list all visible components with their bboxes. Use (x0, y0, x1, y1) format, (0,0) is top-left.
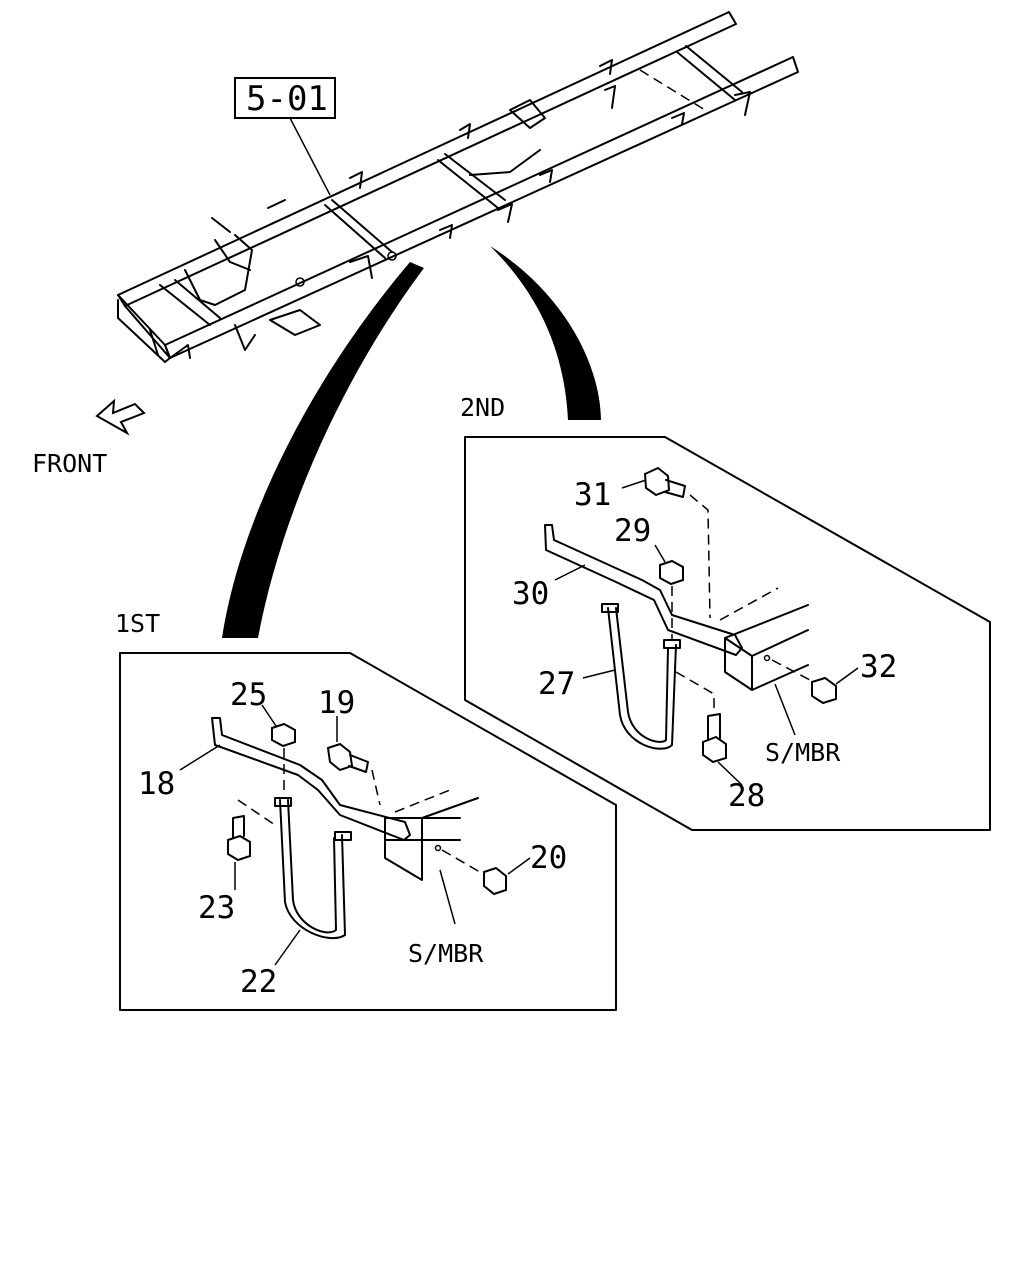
panel-first-outline (119, 652, 617, 1011)
chassis-frame-illustration (117, 11, 799, 363)
part-number-22: 22 (240, 964, 277, 1000)
side-member-label-first: S/MBR (408, 939, 484, 968)
panel-first-title: 1ST (115, 609, 160, 638)
side-member-label-second: S/MBR (765, 738, 841, 767)
reference-box (234, 77, 336, 119)
part-number-18: 18 (138, 766, 175, 802)
pointer-to-second-panel (490, 246, 601, 420)
part-29-nut-icon (659, 559, 684, 586)
part-number-28: 28 (728, 778, 765, 814)
part-number-32: 32 (860, 649, 897, 685)
part-20-nut-icon (483, 866, 507, 896)
part-number-19: 19 (318, 685, 355, 721)
pointer-to-first-panel (222, 262, 424, 638)
part-25-nut-icon (271, 722, 296, 748)
panel-first: 1ST 25 19 18 (115, 609, 617, 1011)
part-number-27: 27 (538, 666, 575, 702)
panel-second: 2ND 31 29 30 2 (460, 393, 991, 831)
part-number-31: 31 (574, 477, 611, 513)
front-direction-indicator: FRONT (32, 398, 146, 478)
panel-second-title: 2ND (460, 393, 505, 422)
part-32-nut-icon (811, 676, 837, 705)
part-31-bolt-icon (643, 466, 671, 497)
part-number-23: 23 (198, 890, 235, 926)
part-28-bolt-icon (702, 735, 727, 764)
reference-label: 5-01 (246, 79, 328, 119)
part-23-bolt-icon (227, 834, 251, 862)
part-number-25: 25 (230, 677, 267, 713)
reference-callout: 5-01 (234, 77, 336, 196)
part-number-29: 29 (614, 513, 651, 549)
part-number-20: 20 (530, 840, 567, 876)
part-number-30: 30 (512, 576, 549, 612)
front-label: FRONT (32, 449, 107, 478)
arrow-front-icon (95, 398, 146, 436)
panel-second-outline (464, 436, 991, 831)
